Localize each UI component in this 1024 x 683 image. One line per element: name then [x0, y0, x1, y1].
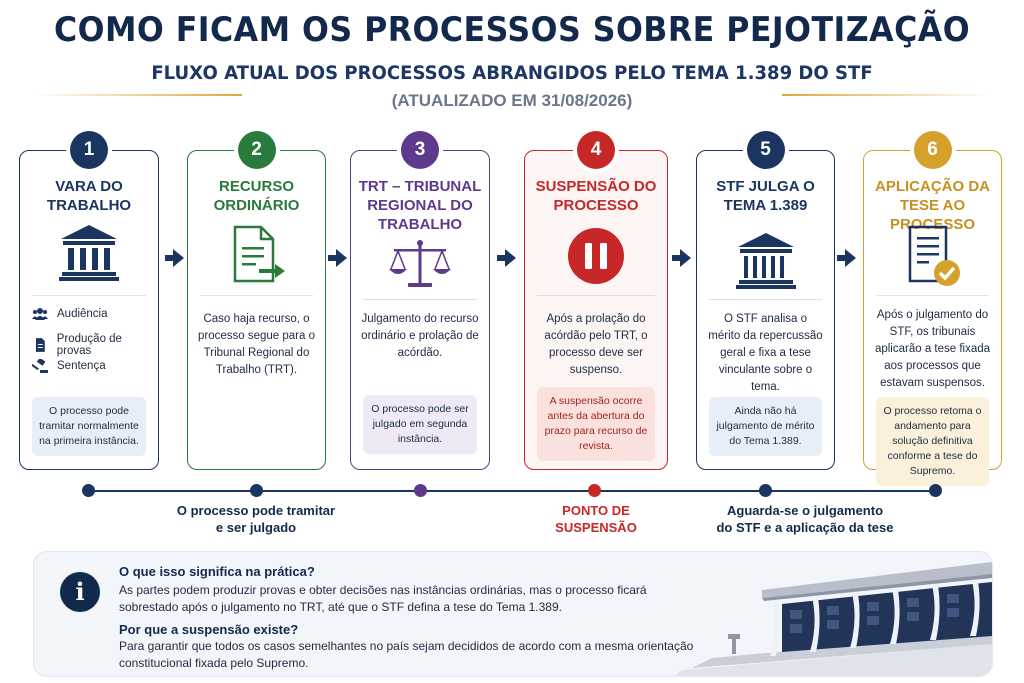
timeline-label-tramitation: O processo pode tramitar e ser julgado	[166, 502, 346, 536]
step-title-line: TRABALHO	[46, 197, 132, 214]
step-title-line: PROCESSO	[553, 197, 639, 214]
step-2-card: 2 RECURSO ORDINÁRIO Caso haja recurso, o…	[187, 131, 326, 470]
step-title-line: ORDINÁRIO	[213, 197, 300, 214]
info-answer-1: As partes podem produzir provas e obter …	[119, 583, 647, 614]
arrow-right-icon	[672, 249, 691, 267]
timeline-label-line: SUSPENSÃO	[555, 520, 637, 535]
page-subtitle: FLUXO ATUAL DOS PROCESSOS ABRANGIDOS PEL…	[151, 62, 873, 84]
scales-icon	[389, 240, 451, 287]
gavel-icon	[32, 359, 48, 373]
step-number: 5	[746, 131, 785, 169]
step-6-card: 6 APLICAÇÃO DA TESE AO PROCESSO Após o j…	[863, 131, 1002, 486]
document-arrow-icon	[233, 225, 285, 283]
courthouse-icon	[735, 233, 796, 289]
timeline-dot	[929, 484, 942, 497]
step-note: A suspensão ocorre antes da abertura do …	[537, 387, 655, 461]
step-title: RECURSO ORDINÁRIO	[192, 177, 321, 215]
step-title: TRT – TRIBUNAL REGIONAL DO TRABALHO	[355, 177, 485, 234]
divider	[876, 295, 989, 296]
step-description: Após o julgamento do STF, os tribunais a…	[874, 309, 991, 389]
people-icon	[32, 308, 48, 320]
step-title-line: TRT – TRIBUNAL	[358, 178, 482, 195]
bullet-label: Audiência	[57, 308, 108, 320]
timeline-dot	[82, 484, 95, 497]
step-1-card: 1 VARA DO TRABALHO Audiência Produção de…	[19, 131, 159, 470]
step-title-line: REGIONAL DO	[367, 197, 473, 214]
timeline-label-line: Aguarda-se o julgamento	[726, 503, 884, 518]
timeline-label-line: O processo pode tramitar	[176, 503, 336, 518]
divider	[200, 295, 313, 296]
info-icon: i	[60, 572, 100, 612]
info-answer-2: Para garantir que todos os casos semelha…	[119, 639, 694, 670]
timeline-label-line: PONTO DE	[562, 503, 630, 518]
bullet-hearing: Audiência	[32, 307, 108, 321]
step-description: O STF analisa o mérito da repercussão ge…	[708, 313, 823, 393]
info-question-1: O que isso significa na prática?	[119, 564, 315, 579]
step-title: APLICAÇÃO DA TESE AO PROCESSO	[868, 177, 997, 234]
arrow-right-icon	[328, 249, 347, 267]
pause-icon	[568, 228, 624, 284]
divider	[537, 295, 655, 296]
step-title-line: RECURSO	[218, 178, 294, 195]
timeline-line	[88, 490, 935, 492]
step-number: 1	[70, 131, 108, 169]
timeline-dot	[250, 484, 263, 497]
arrow-right-icon	[165, 249, 184, 267]
step-note: O processo retoma o andamento para soluç…	[876, 397, 989, 486]
timeline-dot	[414, 484, 427, 497]
document-check-icon	[908, 225, 960, 286]
step-description: Julgamento do recurso ordinário e prolaç…	[361, 313, 479, 359]
updated-date: (ATUALIZADO EM 31/08/2026)	[391, 91, 633, 110]
step-title: STF JULGA O TEMA 1.389	[701, 177, 830, 215]
step-number: 6	[913, 131, 952, 169]
divider	[709, 299, 822, 300]
step-number: 4	[577, 131, 615, 169]
timeline-label-awaiting: Aguarda-se o julgamento do STF e a aplic…	[700, 502, 910, 536]
step-title: SUSPENSÃO DO PROCESSO	[529, 177, 663, 215]
step-description: Caso haja recurso, o processo segue para…	[198, 313, 315, 376]
step-4-card: 4 SUSPENSÃO DO PROCESSO Após a prolação …	[524, 131, 668, 470]
step-number: 2	[237, 131, 276, 169]
arrow-right-icon	[837, 249, 856, 267]
stf-building-illustration	[674, 562, 992, 676]
bullet-evidence: Produção de provas	[32, 333, 158, 357]
timeline-dot	[588, 484, 601, 497]
document-icon	[35, 338, 45, 352]
step-title: VARA DO TRABALHO	[24, 177, 154, 215]
timeline-label-line: do STF e a aplicação da tese	[716, 520, 894, 535]
step-title-line: SUSPENSÃO DO	[535, 178, 657, 195]
timeline-label-line: e ser julgado	[215, 520, 297, 535]
step-title-line: TEMA 1.389	[723, 197, 808, 214]
divider	[363, 299, 477, 300]
step-title-line: TESE AO PROCESSO	[889, 197, 976, 233]
bullet-sentence: Sentença	[32, 359, 106, 373]
bullet-label: Produção de provas	[56, 333, 122, 357]
step-5-card: 5 STF JULGA O TEMA 1.389 O STF analisa o…	[696, 131, 835, 470]
page-title: COMO FICAM OS PROCESSOS SOBRE PEJOTIZAÇÃ…	[53, 10, 971, 50]
info-box: i O que isso significa na prática? As pa…	[33, 551, 993, 677]
step-title-line: TRABALHO	[377, 216, 463, 233]
bullet-label: Sentença	[57, 360, 106, 372]
step-number: 3	[401, 131, 439, 169]
step-note: Ainda não há julgamento de mérito do Tem…	[709, 397, 822, 456]
step-title-line: APLICAÇÃO DA	[875, 178, 990, 195]
decorative-rule-left	[32, 94, 242, 96]
divider	[32, 295, 146, 296]
step-note: O processo pode ser julgado em segunda i…	[363, 395, 477, 454]
step-title-line: VARA DO	[55, 178, 123, 195]
timeline-dot	[759, 484, 772, 497]
step-title-line: STF JULGA O	[716, 178, 815, 195]
timeline-label-suspension: PONTO DE SUSPENSÃO	[524, 502, 668, 536]
arrow-right-icon	[497, 249, 516, 267]
step-description: Após a prolação do acórdão pelo TRT, o p…	[544, 313, 648, 376]
courthouse-icon	[59, 225, 119, 281]
info-question-2: Por que a suspensão existe?	[119, 622, 299, 637]
step-note: O processo pode tramitar normalmente na …	[32, 397, 146, 456]
step-3-card: 3 TRT – TRIBUNAL REGIONAL DO TRABALHO Ju…	[350, 131, 490, 470]
